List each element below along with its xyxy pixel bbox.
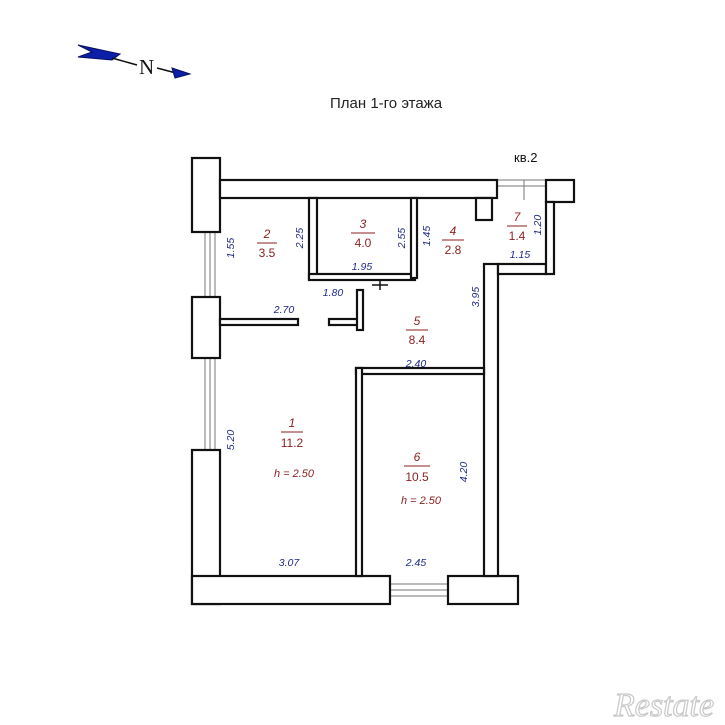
room-2-number: 2 — [263, 227, 271, 241]
compass: N — [77, 44, 192, 79]
walls — [190, 156, 576, 606]
room-5: 5 8.4 — [406, 314, 428, 347]
dim-hall-left: 1.80 — [323, 287, 344, 299]
windows — [204, 179, 545, 597]
room-3-area: 4.0 — [355, 236, 372, 250]
dim-r5-right: 3.95 — [470, 287, 482, 308]
room-7-number: 7 — [514, 210, 522, 224]
room-3: 3 4.0 — [351, 217, 375, 250]
room-1-height: h = 2.50 — [274, 468, 315, 480]
apartment-label: кв.2 — [514, 150, 537, 165]
compass-arrow-icon — [77, 44, 122, 61]
room-7: 7 1.4 — [507, 210, 527, 243]
dim-r3-bottom: 1.95 — [352, 261, 373, 273]
dim-r6-top: 2.40 — [405, 358, 427, 370]
room-6-area: 10.5 — [405, 470, 429, 484]
dim-r1-left: 5.20 — [225, 430, 237, 451]
room-4-number: 4 — [450, 224, 457, 238]
room-1: 1 11.2 h = 2.50 — [274, 416, 315, 480]
room-6-height: h = 2.50 — [401, 495, 442, 507]
room-2-area: 3.5 — [259, 246, 276, 260]
dim-r1-top: 2.70 — [273, 304, 295, 316]
dim-r6-bottom: 2.45 — [405, 557, 427, 569]
room-7-area: 1.4 — [509, 229, 526, 243]
room-4-area: 2.8 — [445, 243, 462, 257]
room-5-area: 8.4 — [409, 333, 426, 347]
compass-tail-icon — [171, 67, 192, 79]
dim-r3-right: 2.55 — [396, 228, 408, 250]
dim-r1-bottom: 3.07 — [279, 557, 301, 569]
compass-label: N — [139, 55, 154, 79]
room-1-number: 1 — [289, 416, 296, 430]
room-2: 2 3.5 — [257, 227, 277, 260]
room-6-number: 6 — [414, 450, 421, 464]
dim-r6-right: 4.20 — [458, 462, 470, 483]
room-5-number: 5 — [414, 314, 421, 328]
dim-r2-left: 1.55 — [225, 238, 237, 259]
plan-title: План 1-го этажа — [330, 95, 443, 112]
watermark: Restate — [613, 687, 714, 724]
dim-r2-right: 2.25 — [294, 228, 306, 250]
room-4: 4 2.8 — [442, 224, 464, 257]
dim-r7-right: 1.20 — [532, 215, 544, 236]
room-3-number: 3 — [360, 217, 367, 231]
dim-r4-left: 1.45 — [421, 226, 433, 247]
room-6: 6 10.5 h = 2.50 — [401, 450, 442, 507]
dim-r7-bottom: 1.15 — [510, 249, 531, 261]
room-1-area: 11.2 — [281, 436, 304, 450]
